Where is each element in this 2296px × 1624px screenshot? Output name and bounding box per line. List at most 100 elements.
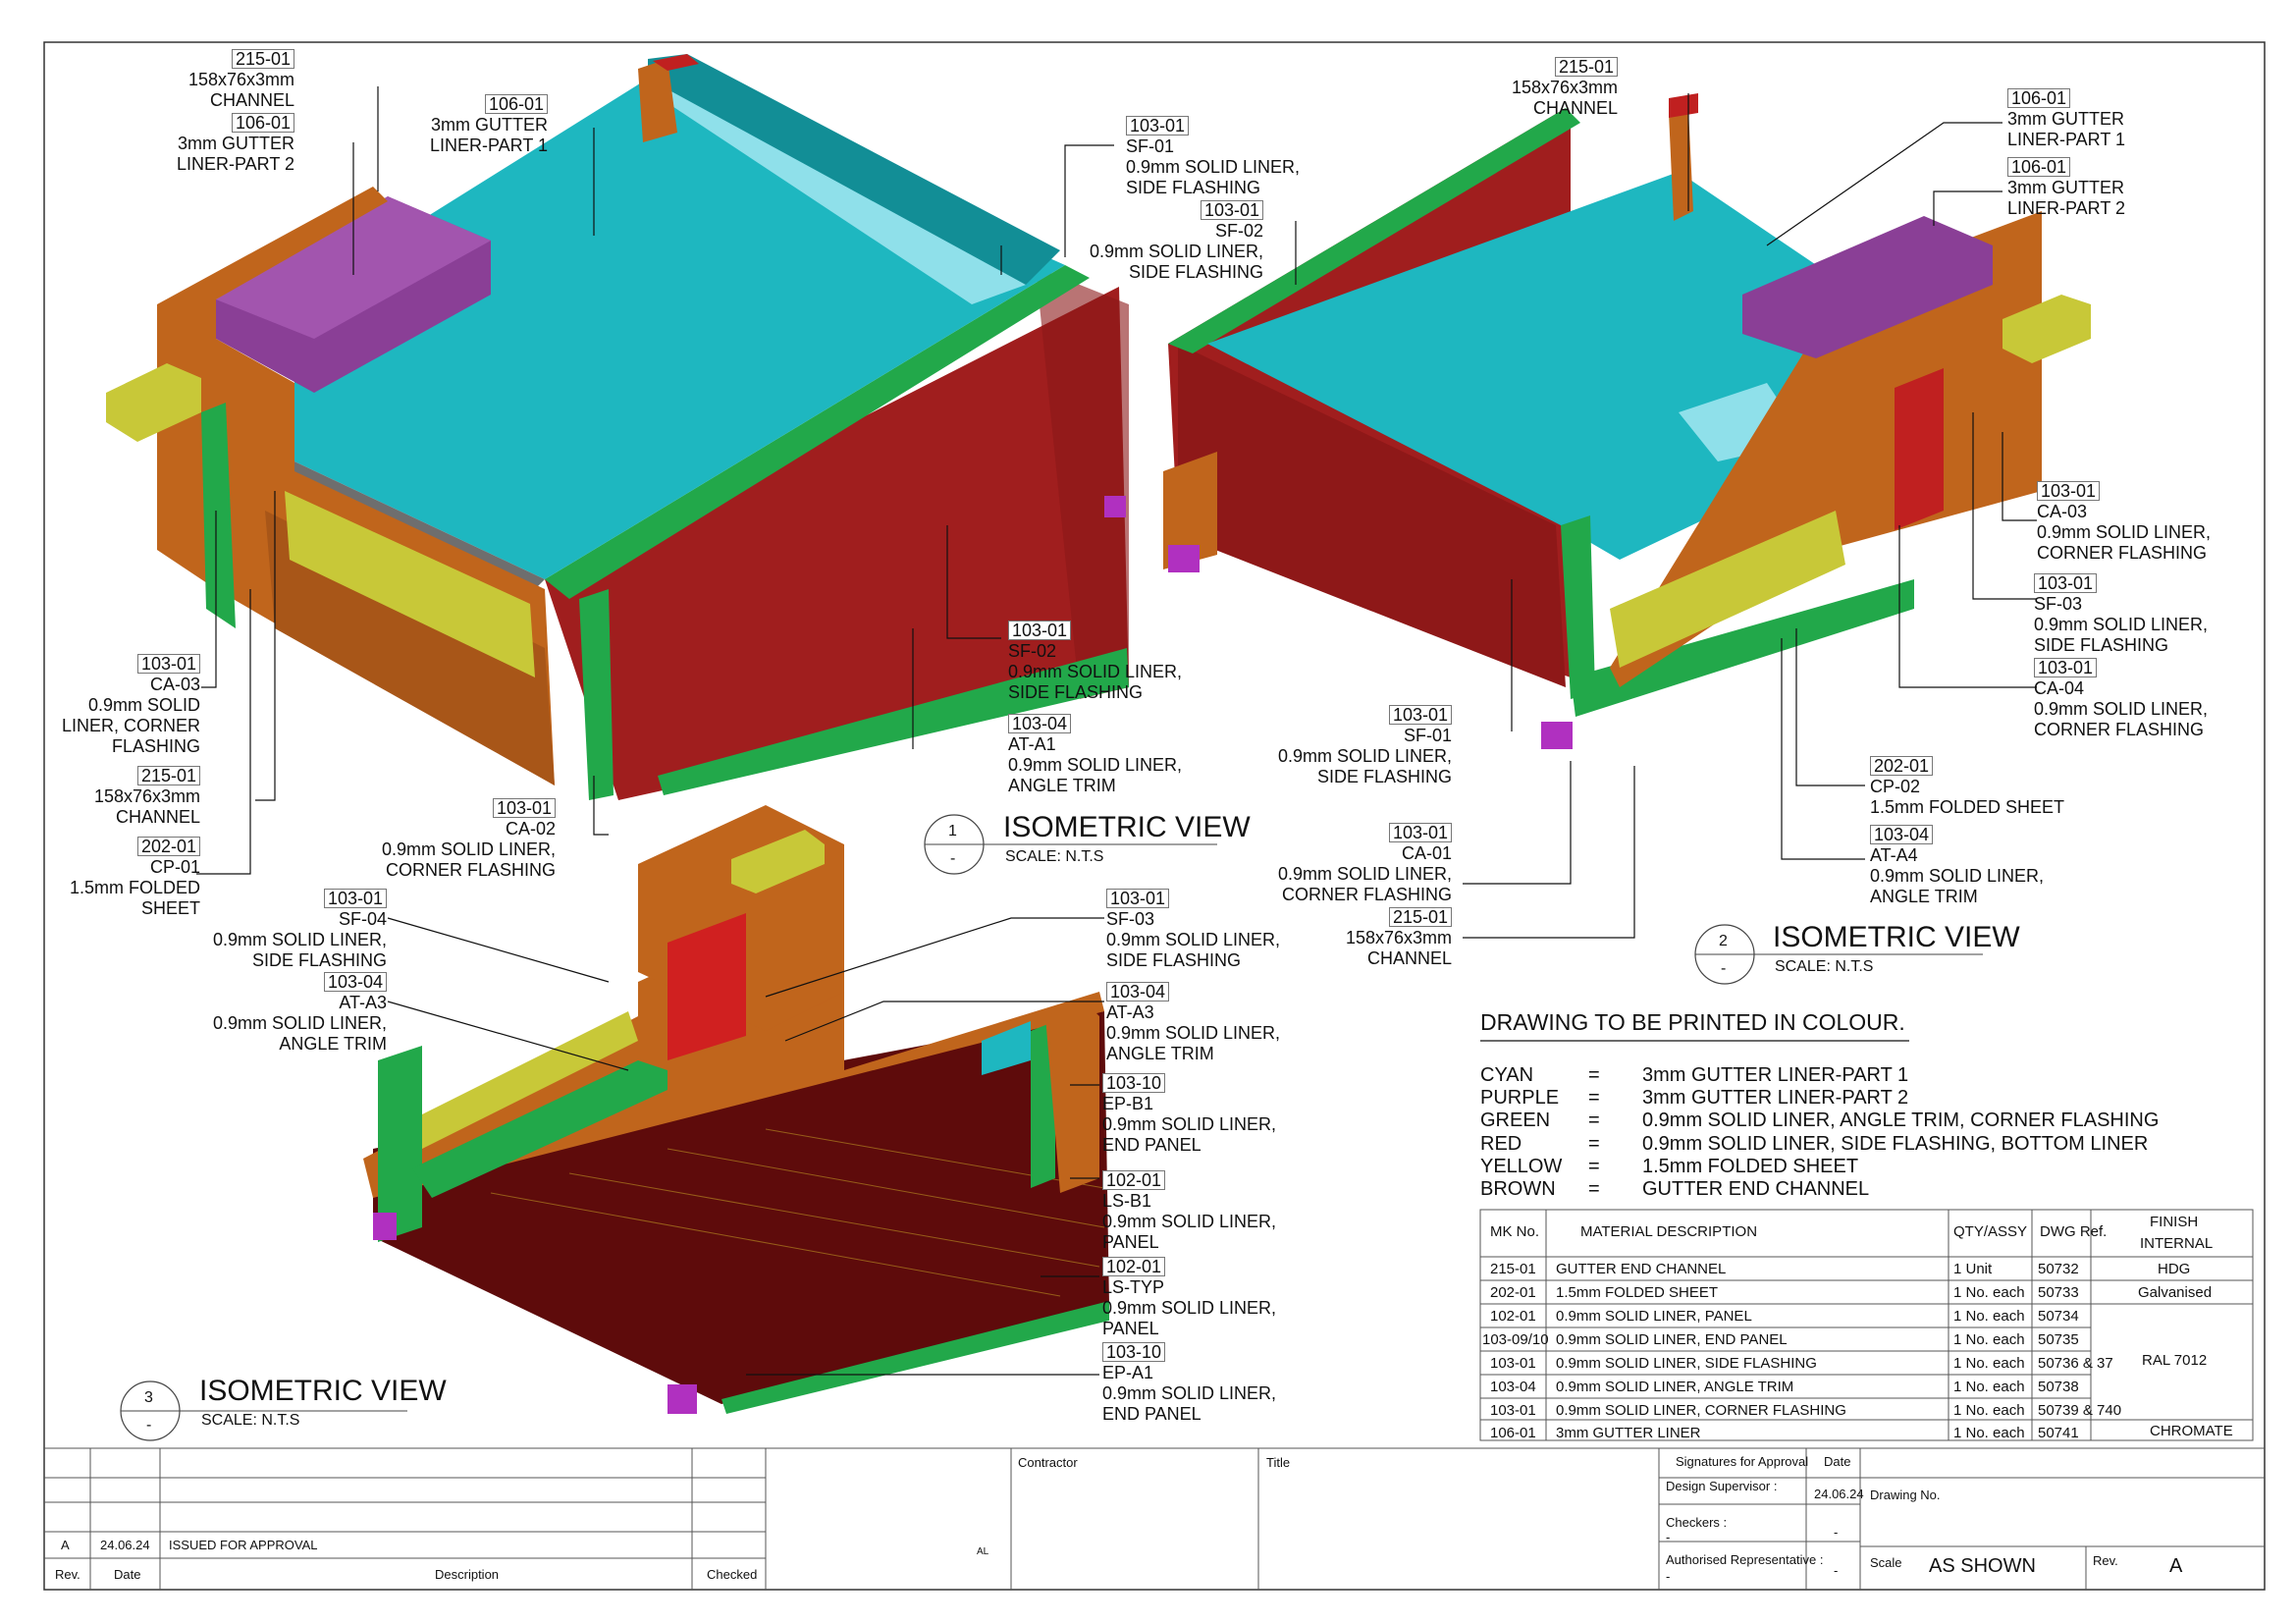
green-v3b <box>412 1060 667 1198</box>
yellow-v3 <box>412 1011 638 1149</box>
label-103-04-ata1: 103-04 AT-A1 0.9mm SOLID LINER, ANGLE TR… <box>1008 714 1183 795</box>
checkers-date: - <box>1834 1525 1839 1540</box>
table-row: 50735 <box>2038 1331 2079 1348</box>
title-label: Title <box>1266 1455 1291 1470</box>
th-internal: INTERNAL <box>2140 1235 2214 1252</box>
key-name-yellow: YELLOW <box>1480 1156 1563 1177</box>
label-103-01-sf03-b: 103-01 SF-03 0.9mm SOLID LINER, SIDE FLA… <box>1106 889 1281 970</box>
red-floor-panels <box>373 1011 1109 1404</box>
key-name-cyan: CYAN <box>1480 1064 1534 1086</box>
table-row: HDG <box>2158 1261 2191 1277</box>
label-106-01-a: 106-01 3mm GUTTER LINER-PART 2 <box>176 113 294 174</box>
label-103-01-sf01-b: 103-01 SF-01 0.9mm SOLID LINER, SIDE FLA… <box>1277 705 1452 786</box>
table-row: 215-01 <box>1490 1261 1536 1277</box>
table-row: 106-01 <box>1490 1425 1536 1441</box>
table-row: 3mm GUTTER LINER <box>1556 1425 1701 1441</box>
table-row: GUTTER END CHANNEL <box>1556 1261 1727 1277</box>
label-103-01-sf01-a: 103-01 SF-01 0.9mm SOLID LINER, SIDE FLA… <box>1126 116 1301 197</box>
table-row: 103-01 <box>1490 1402 1536 1419</box>
brown-left-end-v2 <box>1163 452 1217 569</box>
label-103-01-sf03-a: 103-01 SF-03 0.9mm SOLID LINER, SIDE FLA… <box>2034 573 2209 655</box>
table-row: 103-01 <box>1490 1355 1536 1372</box>
th-finish: FINISH <box>2150 1214 2199 1230</box>
view-marker-1 <box>924 814 1217 875</box>
label-103-01-sf02-b: 103-01 SF-02 0.9mm SOLID LINER, SIDE FLA… <box>1008 621 1183 702</box>
magenta-foot-v3b <box>667 1384 697 1414</box>
label-202-01-cp01: 202-01 CP-01 1.5mm FOLDED SHEET <box>69 837 200 918</box>
key-desc-red: 0.9mm SOLID LINER, SIDE FLASHING, BOTTOM… <box>1642 1133 2149 1155</box>
th-dwg: DWG Ref. <box>2040 1223 2108 1240</box>
authorised-label: Authorised Representative : <box>1666 1552 1824 1567</box>
isometric-view-1 <box>106 54 1129 875</box>
key-desc-purple: 3mm GUTTER LINER-PART 2 <box>1642 1087 1909 1109</box>
isometric-view-2 <box>1163 93 2091 939</box>
table-row: 1.5mm FOLDED SHEET <box>1556 1284 1719 1301</box>
rev-value: A <box>2169 1555 2183 1577</box>
green-v3a <box>378 1046 422 1242</box>
hdr-rev: Rev. <box>55 1567 80 1582</box>
view-2-title: ISOMETRIC VIEW <box>1773 921 2020 953</box>
key-desc-yellow: 1.5mm FOLDED SHEET <box>1642 1156 1859 1177</box>
green-corner-flashing-2 <box>579 589 614 800</box>
table-row: 1 No. each <box>1953 1308 2025 1325</box>
brown-post-v2 <box>1669 108 1693 221</box>
view-1-number: 1 <box>948 823 957 839</box>
authorised-dash: - <box>1666 1569 1671 1584</box>
green-bottom-v2 <box>1571 579 1914 717</box>
label-106-01-b: 106-01 3mm GUTTER LINER-PART 1 <box>429 94 548 155</box>
table-row: 202-01 <box>1490 1284 1536 1301</box>
magenta-foot-v3a <box>373 1213 397 1240</box>
table-row: 103-09/10 <box>1482 1331 1549 1348</box>
yellow-channel-stub <box>106 363 201 442</box>
yellow-folded-v2 <box>1610 511 1845 668</box>
yellow-top-v3 <box>731 830 825 893</box>
view-3-number: 3 <box>144 1389 153 1406</box>
table-row: 0.9mm SOLID LINER, PANEL <box>1556 1308 1752 1325</box>
hdr-date: Date <box>114 1567 141 1582</box>
scale-label: Scale <box>1870 1555 1902 1570</box>
label-202-01-cp02: 202-01 CP-02 1.5mm FOLDED SHEET <box>1870 756 2065 817</box>
table-row: 1 Unit <box>1953 1261 1993 1277</box>
label-103-10-epb1: 103-10 EP-B1 0.9mm SOLID LINER, END PANE… <box>1102 1073 1277 1155</box>
red-cap-v2 <box>1669 93 1698 118</box>
table-row: 50739 & 740 <box>2038 1402 2122 1419</box>
view-3-sub: - <box>146 1417 152 1434</box>
design-supervisor-label: Design Supervisor : <box>1666 1479 1778 1493</box>
table-row: 50741 <box>2038 1425 2079 1441</box>
label-103-01-sf04: 103-01 SF-04 0.9mm SOLID LINER, SIDE FLA… <box>212 889 387 970</box>
red-side-wall-shade <box>1036 267 1129 699</box>
key-eq-purple: = <box>1588 1087 1600 1109</box>
key-eq-red: = <box>1588 1133 1600 1155</box>
view-1-title: ISOMETRIC VIEW <box>1003 811 1251 843</box>
label-103-01-ca01: 103-01 CA-01 0.9mm SOLID LINER, CORNER F… <box>1277 823 1452 904</box>
label-103-10-epa1: 103-10 EP-A1 0.9mm SOLID LINER, END PANE… <box>1102 1342 1277 1424</box>
material-table-grid <box>1479 1209 2254 1441</box>
magenta-foot-v2b <box>1541 722 1573 749</box>
design-supervisor-date: 24.06.24 <box>1814 1487 1864 1501</box>
rev-row-desc: ISSUED FOR APPROVAL <box>169 1538 318 1552</box>
key-name-purple: PURPLE <box>1480 1087 1560 1109</box>
table-row: 1 No. each <box>1953 1402 2025 1419</box>
key-name-brown: BROWN <box>1480 1178 1556 1200</box>
authorised-date: - <box>1834 1563 1839 1578</box>
green-post-v2 <box>1561 515 1595 699</box>
table-row: 50736 & 37 <box>2038 1355 2113 1372</box>
label-103-04-ata3-b: 103-04 AT-A3 0.9mm SOLID LINER, ANGLE TR… <box>1106 982 1281 1063</box>
label-103-01-ca03-a: 103-01 CA-03 0.9mm SOLID LINER, CORNER F… <box>61 654 200 756</box>
red-side-wall-front <box>545 287 1129 800</box>
scale-value: AS SHOWN <box>1929 1555 2036 1577</box>
table-row: 50734 <box>2038 1308 2079 1325</box>
green-v3c <box>1031 1021 1055 1188</box>
key-eq-cyan: = <box>1588 1064 1600 1086</box>
magenta-foot-v2a <box>1168 545 1200 572</box>
label-215-01-d: 215-01 158x76x3mm CHANNEL <box>1345 907 1452 968</box>
hdr-checked: Checked <box>707 1567 758 1582</box>
cyan-gutter-floor-v2 <box>1207 172 1845 560</box>
key-desc-green: 0.9mm SOLID LINER, ANGLE TRIM, CORNER FL… <box>1642 1110 2160 1131</box>
table-row: 0.9mm SOLID LINER, CORNER FLASHING <box>1556 1402 1846 1419</box>
cyan-back-wall <box>648 54 1060 285</box>
th-qty: QTY/ASSY <box>1953 1223 2028 1240</box>
view-3-scale: SCALE: N.T.S <box>201 1412 300 1429</box>
view-2-scale: SCALE: N.T.S <box>1775 958 1874 975</box>
